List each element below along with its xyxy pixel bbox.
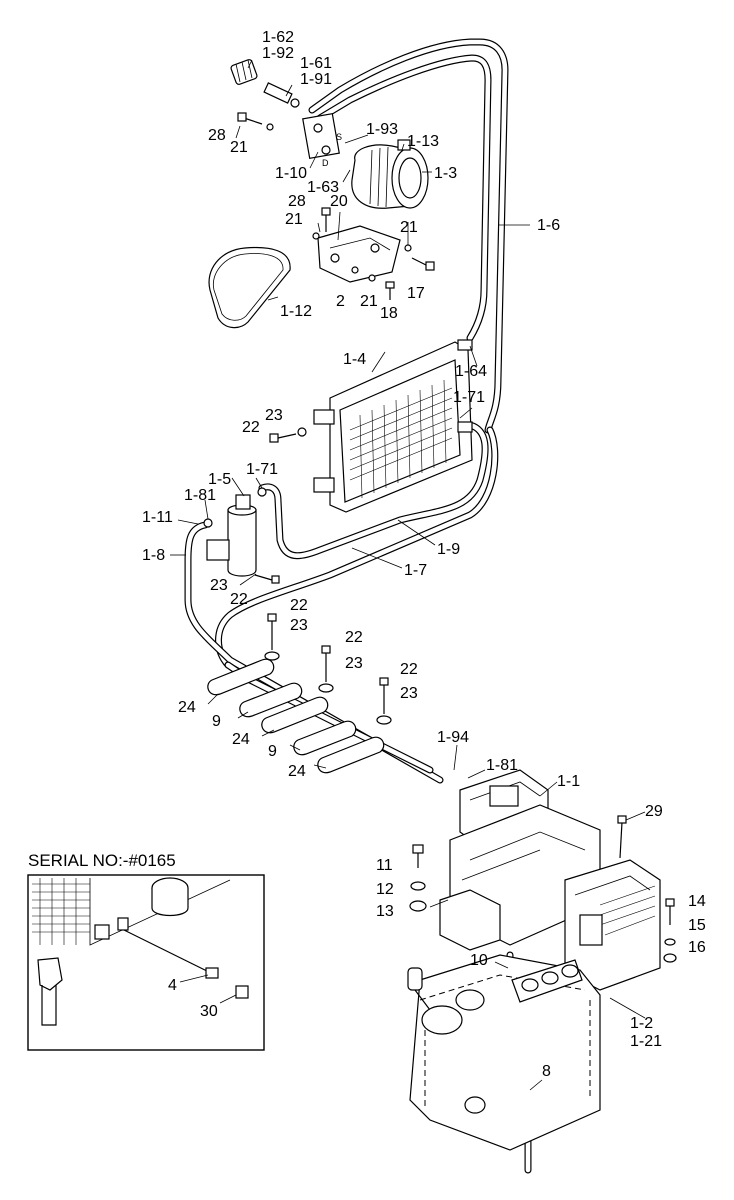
label-23-drier: 23 [210, 577, 228, 594]
bolt-28-top [237, 112, 274, 131]
label-21-mid-left: 21 [285, 211, 303, 228]
label-1-94: 1-94 [437, 729, 469, 746]
label-12: 12 [376, 881, 394, 898]
label-23-clamp-3: 23 [400, 685, 418, 702]
label-11: 11 [376, 857, 393, 874]
label-20: 20 [330, 193, 348, 210]
label-1-1: 1-1 [557, 773, 580, 790]
leader-lines [170, 59, 646, 1091]
hose-clamps [207, 613, 392, 774]
svg-text:S: S [336, 132, 342, 142]
label-23-clamp-2: 23 [345, 655, 363, 672]
label-10: 10 [470, 952, 488, 969]
condenser-1-4 [313, 339, 473, 513]
label-1-12: 1-12 [280, 303, 312, 320]
label-1-93: 1-93 [366, 121, 398, 138]
hvac-unit-1-1 [409, 769, 677, 991]
label-1-9: 1-9 [437, 541, 460, 558]
label-22-cond: 22 [242, 419, 260, 436]
label-1-13: 1-13 [407, 133, 439, 150]
label-17: 17 [407, 285, 425, 302]
label-14: 14 [688, 893, 706, 910]
label-9-b: 9 [268, 743, 277, 760]
clamp-9-a [239, 682, 303, 718]
joystick-lever [407, 967, 485, 1035]
label-8: 8 [542, 1063, 551, 1080]
label-1-71-low: 1-71 [246, 461, 278, 478]
pressure-switch-1-62 [230, 59, 258, 85]
part-labels: 1-62 1-92 1-61 1-91 28 21 1-93 1-13 1-10… [142, 29, 706, 1080]
bracket-bolts [312, 207, 435, 300]
heater-core-tank [407, 954, 601, 1151]
label-1-91: 1-91 [300, 71, 332, 88]
compressor-assembly: S D [208, 59, 435, 329]
label-24-c: 24 [288, 763, 306, 780]
label-15: 15 [688, 917, 706, 934]
bracket-2 [317, 225, 401, 283]
label-21-low: 21 [360, 293, 378, 310]
label-29: 29 [645, 803, 663, 820]
label-1-63: 1-63 [307, 179, 339, 196]
label-4: 4 [168, 977, 177, 994]
serial-inset: SERIAL NO:-#0165 [27, 851, 265, 1051]
label-1-7: 1-7 [404, 562, 427, 579]
fitting-1-61 [263, 82, 300, 108]
label-1-3: 1-3 [434, 165, 457, 182]
label-28-top: 28 [208, 127, 226, 144]
bolt-22-condenser [269, 427, 307, 443]
label-1-2: 1-2 [630, 1015, 653, 1032]
label-1-81-low: 1-81 [486, 757, 518, 774]
label-22-drier: 22 [230, 591, 248, 608]
control-knobs [511, 959, 583, 1003]
label-22-clamp-2: 22 [345, 629, 363, 646]
label-22-clamp-1: 22 [290, 597, 308, 614]
label-28-mid: 28 [288, 193, 306, 210]
label-21-mid-right: 21 [400, 219, 418, 236]
label-24-a: 24 [178, 699, 196, 716]
label-23-cond: 23 [265, 407, 283, 424]
label-16: 16 [688, 939, 706, 956]
clamp-24-b [261, 696, 329, 734]
label-24-b: 24 [232, 731, 250, 748]
label-13: 13 [376, 903, 394, 920]
clamp-9-b [293, 720, 357, 756]
inset-frame [27, 874, 265, 1051]
label-21-top: 21 [230, 139, 248, 156]
label-18: 18 [380, 305, 398, 322]
receiver-drier-1-5 [203, 487, 280, 584]
compressor-1-3 [351, 139, 429, 209]
label-1-81-top: 1-81 [184, 487, 216, 504]
svg-text:D: D [322, 158, 329, 168]
label-2: 2 [336, 293, 345, 310]
label-1-71-top: 1-71 [453, 389, 485, 406]
label-23-clamp-1: 23 [290, 617, 308, 634]
label-22-clamp-3: 22 [400, 661, 418, 678]
compressor-manifold: S D [302, 113, 342, 168]
serial-note: SERIAL NO:-#0165 [28, 851, 176, 870]
label-1-21: 1-21 [630, 1033, 662, 1050]
label-9-a: 9 [212, 713, 221, 730]
v-belt-1-12 [208, 246, 291, 329]
label-30: 30 [200, 1003, 218, 1020]
label-1-6: 1-6 [537, 217, 560, 234]
label-1-5: 1-5 [208, 471, 231, 488]
label-1-92: 1-92 [262, 45, 294, 62]
label-1-8: 1-8 [142, 547, 165, 564]
clamp-24-c [317, 736, 385, 774]
label-1-4: 1-4 [343, 351, 366, 368]
label-1-61: 1-61 [300, 55, 332, 72]
label-1-62: 1-62 [262, 29, 294, 46]
label-1-10: 1-10 [275, 165, 307, 182]
label-1-11: 1-11 [142, 509, 173, 526]
label-1-64: 1-64 [455, 363, 487, 380]
